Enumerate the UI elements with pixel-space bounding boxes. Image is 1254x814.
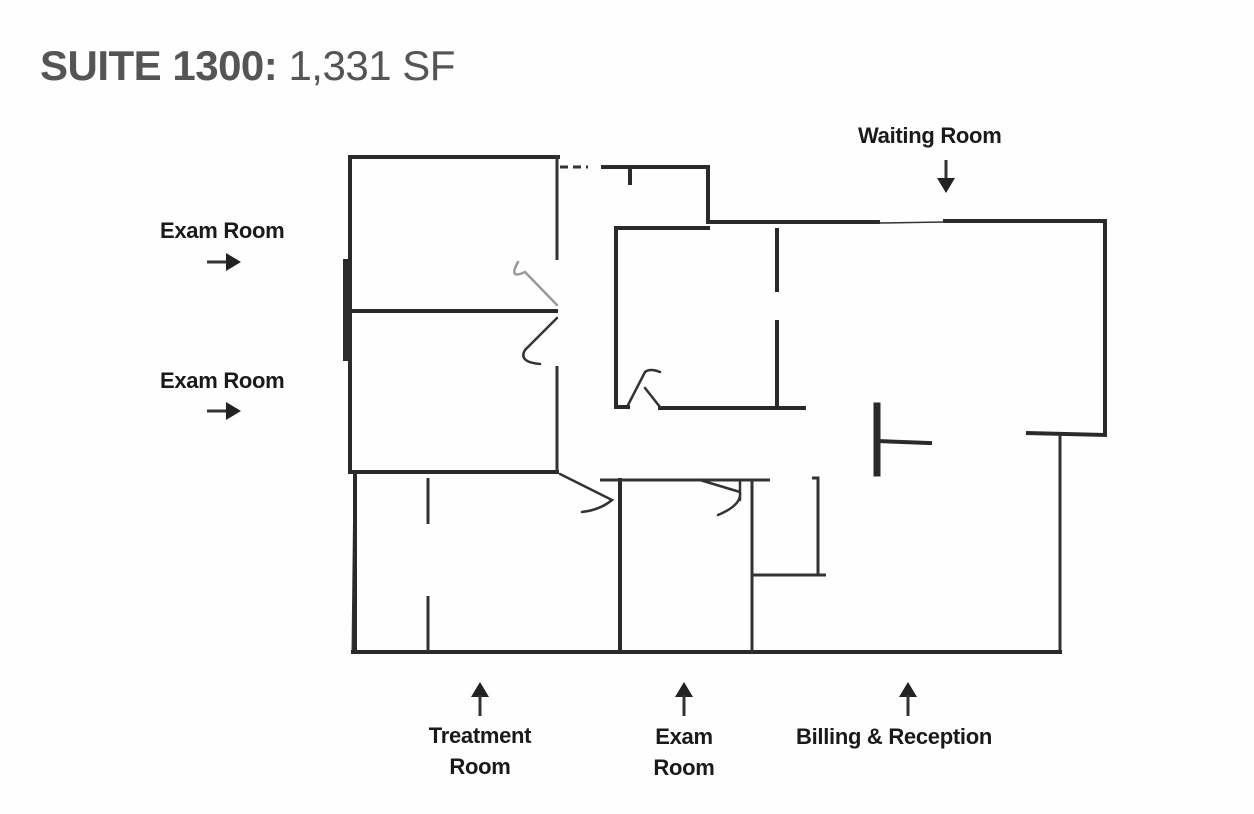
- label-line: Exam: [655, 724, 713, 749]
- arrow-up-icon: [471, 682, 489, 716]
- arrow-up-icon: [899, 682, 917, 716]
- label-exam-room-bottom: Exam Room: [634, 721, 734, 783]
- label-line: Treatment: [428, 723, 532, 748]
- label-treatment-room: Treatment Room: [410, 720, 550, 782]
- walls: [343, 155, 1107, 654]
- doors: [513, 260, 742, 517]
- label-waiting-room: Waiting Room: [858, 123, 1002, 148]
- suite-number: SUITE 1300:: [40, 42, 278, 89]
- arrow-right-icon: [207, 402, 241, 420]
- arrow-down-icon: [937, 160, 955, 193]
- page-title: SUITE 1300: 1,331 SF: [40, 42, 455, 90]
- arrow-right-icon: [207, 253, 241, 271]
- label-exam-room-middle: Exam Room: [160, 368, 285, 393]
- arrows: [207, 160, 955, 716]
- label-line: Room: [653, 755, 715, 780]
- label-billing-reception: Billing & Reception: [796, 724, 992, 749]
- arrow-up-icon: [675, 682, 693, 716]
- suite-area: 1,331 SF: [288, 42, 455, 89]
- label-line: Room: [449, 754, 511, 779]
- label-exam-room-top: Exam Room: [160, 218, 285, 243]
